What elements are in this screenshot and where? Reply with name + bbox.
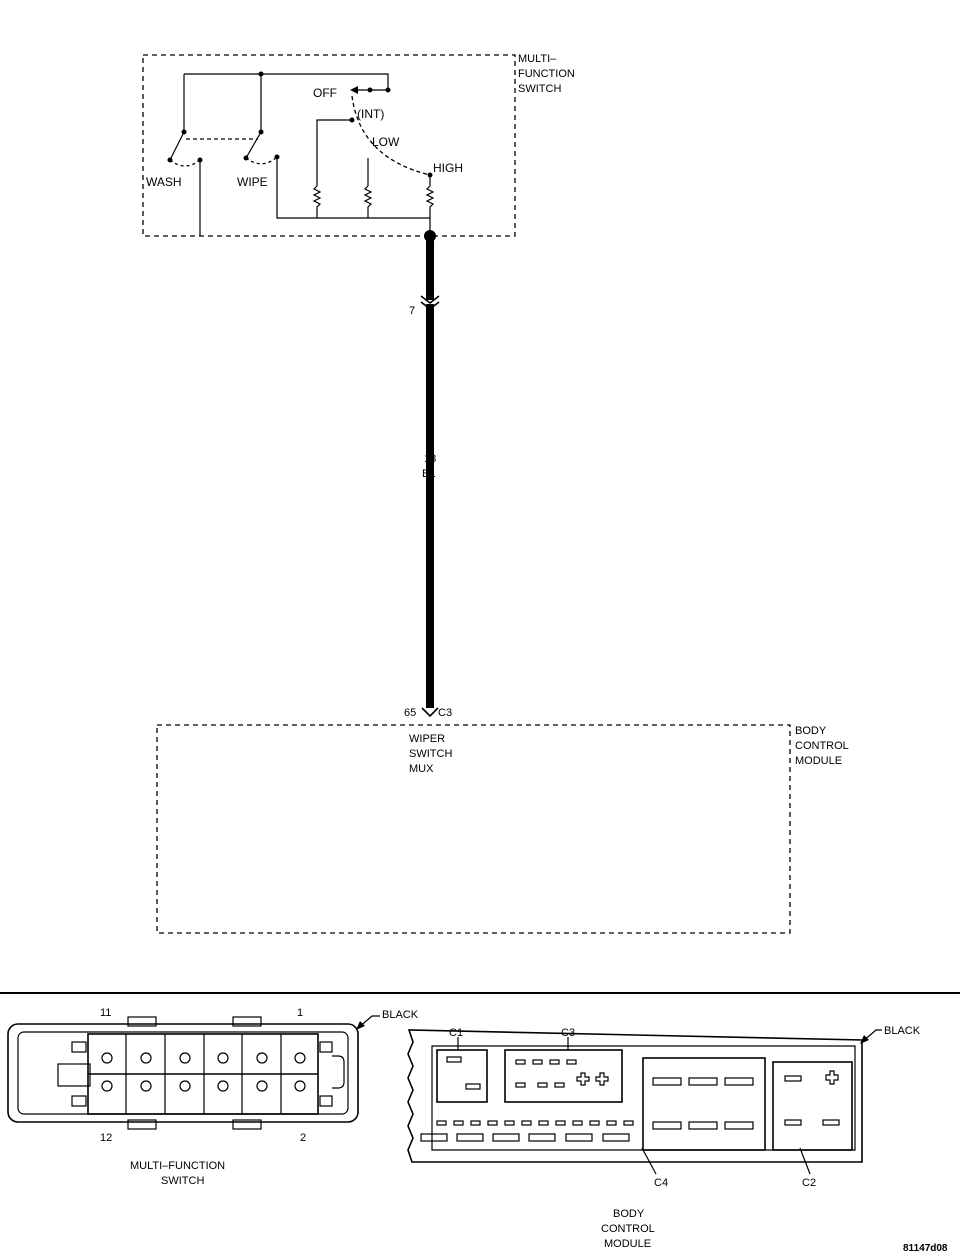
bcm-c3-label: C3 [561,1027,575,1039]
bcm-c4-label: C4 [654,1177,668,1189]
bcm-connector-view: C1 C3 C4 C2 BLACK BODY CONTROL MODULE [407,1025,921,1250]
mfs-name-line1: MULTI– [518,53,557,65]
low-resistor [363,185,373,218]
bcm-name-line1: BODY [795,725,827,737]
connector-chevron-lower [421,707,439,718]
bcm-pin-number: 65 [404,707,416,719]
mfs-connector-color: BLACK [382,1009,419,1021]
bcm-c2-label: C2 [802,1177,816,1189]
high-resistor [425,185,435,236]
mfs-pin-1: 1 [297,1007,303,1019]
mfs-pin-number: 7 [409,305,415,317]
bcm-connector-id: C3 [438,707,452,719]
wash-switch [169,74,185,161]
bcm-c1-header [436,1049,488,1103]
bcm-name-line2: CONTROL [795,740,849,752]
low-label: LOW [372,135,400,149]
int-resistor [312,185,322,218]
bcm-c4-header [642,1057,766,1151]
wipe-switch [245,74,262,159]
figure-id: 81147d08 [903,1243,948,1254]
mfs-pin-12: 12 [100,1132,112,1144]
bcm-connector-color: BLACK [884,1025,921,1037]
bcm-connector-label-line3: MODULE [604,1238,651,1250]
bcm-c4-terminals [420,1077,754,1142]
mfs-connector-view: 11 1 12 2 BLACK MULTI–FUNCTION SWITCH [7,1007,419,1187]
speed-selector-arc [351,95,431,176]
mfs-name-line2: FUNCTION [518,68,575,80]
mfs-common-bus [184,73,389,90]
int-label: (INT) [357,107,384,121]
bcm-name-line3: MODULE [795,755,842,767]
high-label: HIGH [433,161,463,175]
multi-function-switch: WASH WIPE OFF (INT) LOW HIGH MULTI– FUNC… [142,53,575,237]
bcm-c1-label: C1 [449,1027,463,1039]
mfs-dashed-outline [142,54,516,237]
bcm-connector-label-line2: CONTROL [601,1223,655,1235]
wire-gauge: 18 [424,453,436,465]
bcm-housing [407,1029,863,1163]
mfs-pin-11: 11 [100,1007,111,1019]
int-branch [316,119,352,186]
mfs-name-line3: SWITCH [518,83,561,95]
off-label: OFF [313,86,337,100]
bcm-c3-header [504,1049,623,1103]
mfs-connector-shell [7,1023,359,1123]
wash-label: WASH [146,175,182,189]
circuit-wire: 7 18 BL 65 C3 [404,230,452,719]
mfs-connector-label-line2: SWITCH [161,1175,204,1187]
mfs-cavities [101,1034,306,1114]
mfs-connector-label-line1: MULTI–FUNCTION [130,1160,225,1172]
bcm-c2-header [772,1061,853,1151]
bcm-input-line1: WIPER [409,733,445,745]
bcm-input-line3: MUX [409,763,434,775]
mfs-pin-2: 2 [300,1132,306,1144]
body-control-module: WIPER SWITCH MUX BODY CONTROL MODULE [156,724,849,934]
bcm-connector-label-line1: BODY [613,1208,645,1220]
bcm-dashed-outline [156,724,791,934]
wipe-label: WIPE [237,175,268,189]
wire-color: BL [422,468,435,480]
bcm-input-line2: SWITCH [409,748,452,760]
